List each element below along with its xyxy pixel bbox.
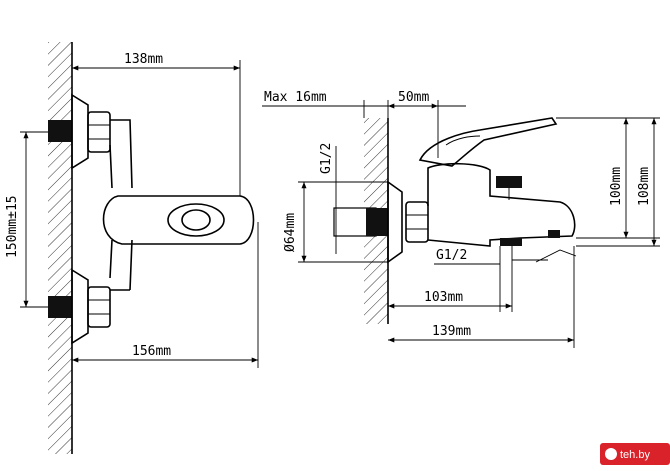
dim-width-bottom: 156mm <box>132 344 171 359</box>
diverter-knob <box>496 176 522 188</box>
dim-height-center: 150mm±15 <box>5 195 20 258</box>
label-inlet-thread: G1/2 <box>319 143 334 174</box>
front-view: 138mm 150mm±15 156mm <box>5 42 259 454</box>
mixer-body-front <box>109 119 133 291</box>
lever-front <box>102 195 255 245</box>
dim-length-139: 139mm <box>432 324 471 339</box>
dim-flange-diameter: Ø64mm <box>283 213 298 252</box>
inlet-thread <box>366 208 388 236</box>
flange-side <box>387 180 403 264</box>
bottom-wall-nut <box>48 296 72 318</box>
top-wall-nut <box>48 120 72 142</box>
lever-side <box>418 117 558 167</box>
label-outlet-thread: G1/2 <box>436 248 467 263</box>
dim-height-100: 100mm <box>609 167 624 206</box>
dim-height-108: 108mm <box>637 167 652 206</box>
dim-max-depth: Max 16mm <box>264 90 327 105</box>
dim-length-103: 103mm <box>424 290 463 305</box>
dim-width-top: 138mm <box>124 52 163 67</box>
front-wall-hatch <box>48 42 72 454</box>
watermark-text: teh.by <box>620 449 650 461</box>
side-view: Max 16mm 50mm G1/2 Ø64mm 100mm 108mm G1/… <box>262 90 660 348</box>
dim-spout-offset: 50mm <box>398 90 429 105</box>
watermark-badge: teh.by <box>600 443 670 465</box>
